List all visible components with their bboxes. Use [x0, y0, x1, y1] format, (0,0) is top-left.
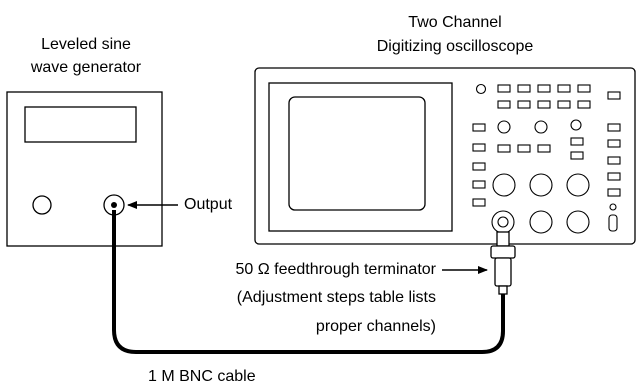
note-line1: (Adjustment steps table lists — [236, 289, 436, 306]
note-line2: proper channels) — [315, 318, 436, 335]
generator-output-pin — [111, 202, 117, 208]
generator-title-line2: wave generator — [30, 59, 142, 76]
oscilloscope-screen — [288, 96, 426, 211]
oscilloscope-controls — [472, 83, 621, 234]
cable-label: 1 M BNC cable — [148, 368, 256, 385]
output-label: Output — [184, 196, 233, 213]
oscilloscope — [254, 67, 636, 245]
signal-generator — [6, 91, 163, 247]
bnc-cable — [112, 210, 505, 354]
terminator-label: 50 Ω feedthrough terminator — [235, 261, 436, 278]
generator-title-line1: Leveled sine — [41, 36, 131, 53]
feedthrough-terminator — [490, 231, 516, 295]
oscilloscope-title-line2: Digitizing oscilloscope — [376, 38, 534, 55]
generator-knob — [32, 195, 52, 215]
oscilloscope-title-line1: Two Channel — [408, 14, 502, 31]
generator-display — [24, 106, 137, 143]
